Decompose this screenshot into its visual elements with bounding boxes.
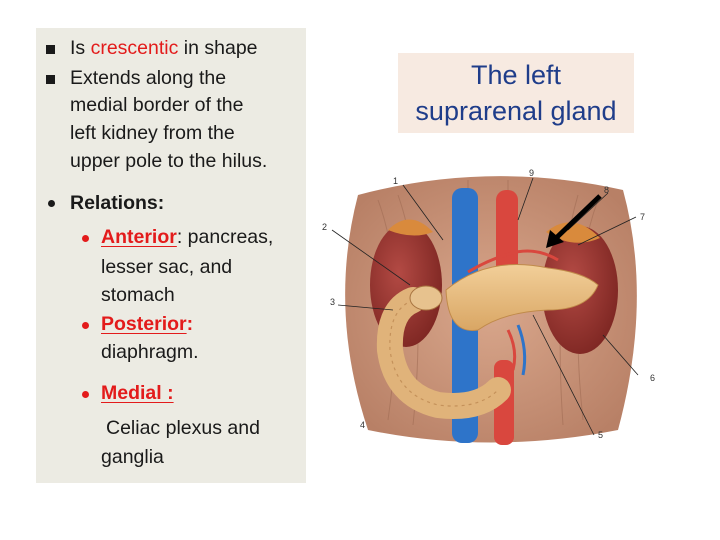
dot-bullet-icon: [82, 235, 89, 242]
pancreas: [445, 263, 599, 331]
square-bullet-icon: [46, 75, 55, 84]
anterior-text: pancreas,: [182, 226, 274, 248]
title-line-1: The left: [470, 60, 562, 90]
extends-line-2: medial border of the: [70, 94, 244, 116]
anterior-cont-2: stomach: [101, 284, 175, 306]
medial-cont-2: ganglia: [101, 446, 164, 468]
extends-line-3: left kidney from the: [70, 122, 235, 144]
dot-bullet-icon: [82, 391, 89, 398]
posterior-cont: diaphragm.: [101, 341, 199, 363]
figure-label-7: 7: [640, 212, 646, 222]
anatomy-figure: 1 2 3 4 5 6 7 8 9: [318, 160, 663, 450]
pylorus: [409, 285, 443, 311]
anterior-colon: :: [176, 226, 183, 248]
figure-label-9: 9: [529, 168, 535, 178]
anatomy-illustration: [331, 176, 639, 445]
figure-label-4: 4: [360, 420, 366, 430]
slide-title: The left suprarenal gland: [398, 53, 634, 133]
dot-bullet-icon: [82, 322, 89, 329]
pointer-arrow-icon: [552, 194, 602, 242]
shape-prefix: Is: [70, 37, 91, 59]
figure-label-1: 1: [393, 176, 399, 186]
shape-line: Is crescentic in shape: [70, 35, 258, 62]
posterior-line: Posterior:: [101, 311, 193, 338]
extends-line-1: Extends along the: [70, 67, 227, 89]
shape-emphasis: crescentic: [90, 37, 179, 59]
posterior-colon: :: [186, 313, 194, 335]
figure-label-3: 3: [330, 297, 336, 307]
relations-heading: Relations:: [70, 192, 165, 214]
anterior-cont-1: lesser sac, and: [101, 256, 233, 278]
medial-cont-1: Celiac plexus and: [106, 417, 260, 439]
extends-line-4: upper pole to the hilus.: [70, 150, 268, 172]
figure-label-2: 2: [322, 222, 328, 232]
figure-label-6: 6: [650, 373, 656, 383]
dot-bullet-icon: [48, 200, 55, 207]
shape-suffix: in shape: [178, 37, 258, 59]
square-bullet-icon: [46, 45, 55, 54]
figure-label-8: 8: [604, 185, 610, 195]
right-suprarenal: [388, 219, 433, 236]
medial-label: Medial :: [101, 382, 174, 404]
figure-label-5: 5: [598, 430, 604, 440]
title-line-2: suprarenal gland: [415, 96, 617, 126]
anterior-label: Anterior: [101, 226, 177, 248]
anterior-line: Anterior: pancreas,: [101, 224, 273, 251]
text-panel: Is crescentic in shape Extends along the…: [36, 28, 306, 483]
posterior-label: Posterior: [101, 313, 187, 335]
